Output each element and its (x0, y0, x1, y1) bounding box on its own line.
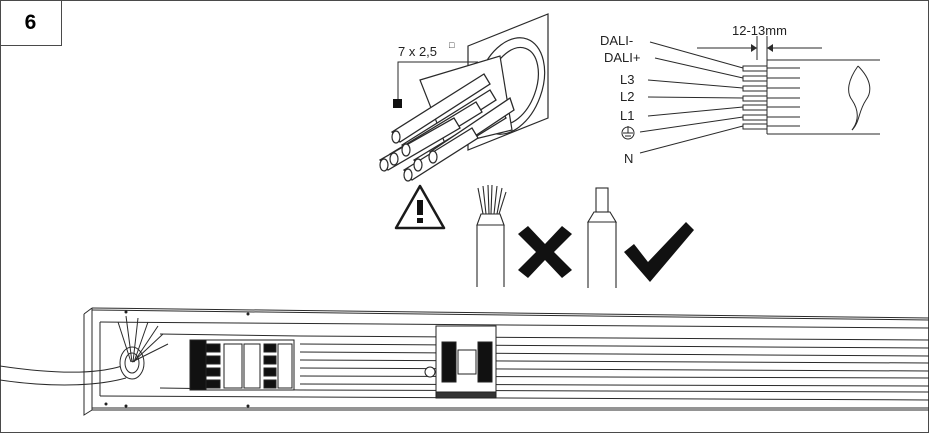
wire-label-l2: L2 (620, 89, 634, 104)
strip-length-illustration (639, 36, 880, 154)
luminaire-profile (0, 307, 929, 416)
step-number: 6 (0, 0, 62, 46)
stranded-wire-illustration (476, 184, 507, 287)
solid-wire-illustration (587, 187, 617, 288)
earth-ground-icon (621, 126, 635, 140)
connector-clip (424, 325, 497, 399)
checkmark-icon (624, 222, 694, 282)
cross-icon (518, 226, 572, 278)
callout-marker (393, 99, 402, 108)
profile-rivets (104, 310, 250, 408)
wire-label-dali-plus: DALI+ (604, 50, 641, 65)
wire-label-n: N (624, 151, 633, 166)
wire-label-l1: L1 (620, 108, 634, 123)
warning-triangle-icon (394, 184, 446, 230)
wire-label-dali-minus: DALI- (600, 33, 633, 48)
cable-spec-unit: □ (449, 40, 455, 50)
cable-illustration (379, 13, 549, 182)
wire-label-l3: L3 (620, 72, 634, 87)
terminal-block (189, 339, 295, 391)
cable-spec-label: 7 x 2,5 (398, 44, 437, 59)
strip-length-label: 12-13mm (732, 23, 787, 38)
